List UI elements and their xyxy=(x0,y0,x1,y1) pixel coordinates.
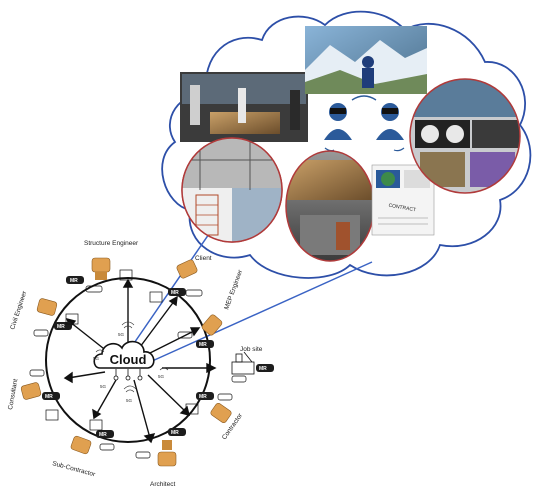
stakeholder-consultant: MR Consultant xyxy=(7,369,60,421)
cloud-hub: Cloud xyxy=(93,340,155,381)
svg-text:MR: MR xyxy=(57,324,65,330)
label-structure-engineer: Structure Engineer xyxy=(84,240,139,247)
hub-spokes xyxy=(63,278,217,444)
cloud-label: Cloud xyxy=(110,352,147,367)
label-civil-engineer: Civil Engineer xyxy=(9,290,28,331)
svg-text:MR: MR xyxy=(199,342,207,348)
stakeholder-structure: MR Structure Engineer xyxy=(66,240,139,293)
stakeholder-contractor: MR Contractor xyxy=(185,392,245,441)
link-line-upper xyxy=(127,214,223,353)
contract-label: CONTRACT xyxy=(388,203,416,214)
stakeholder-mep: MR MEP Engineer xyxy=(177,268,244,348)
label-sub-contractor: Sub-Contractor xyxy=(51,460,96,478)
svg-text:MR: MR xyxy=(171,290,179,296)
tag-5g-bottom: 5G xyxy=(126,398,133,403)
tag-5g-lower-left: 5G xyxy=(100,384,107,389)
tag-5g-top: 5G xyxy=(118,332,125,337)
stakeholder-architect: MR Architect xyxy=(135,428,186,488)
svg-text:MR: MR xyxy=(199,394,207,400)
tag-5g-right: 5G xyxy=(158,374,165,379)
svg-text:MR: MR xyxy=(45,394,53,400)
svg-text:MR: MR xyxy=(70,278,78,284)
photo-headset-ellipse xyxy=(409,78,521,194)
photo-mountain-vr xyxy=(305,26,427,94)
label-client: Client xyxy=(195,255,212,262)
documents-panel: CONTRACT xyxy=(371,164,435,236)
stakeholder-client: MR Client xyxy=(149,255,212,303)
label-mep-engineer: MEP Engineer xyxy=(223,268,244,310)
photo-structure-ellipse xyxy=(181,137,283,243)
svg-text:MR: MR xyxy=(259,366,267,372)
photo-site-ellipse xyxy=(285,150,375,262)
svg-text:MR: MR xyxy=(99,432,107,438)
signal-tags: 5G 5G 5G 5G 5G xyxy=(93,321,169,403)
svg-text:MR: MR xyxy=(171,430,179,436)
label-architect: Architect xyxy=(150,481,175,488)
stakeholder-jobsite: MR Job site xyxy=(231,346,274,383)
tag-5g-left: 5G xyxy=(93,356,100,361)
vr-users-icon xyxy=(324,95,405,152)
photo-vr-meeting xyxy=(180,72,308,142)
network-ring xyxy=(45,277,211,443)
label-job-site: Job site xyxy=(240,346,263,353)
stakeholder-civil: MR Civil Engineer xyxy=(9,290,79,337)
label-consultant: Consultant xyxy=(7,378,19,410)
link-line-lower xyxy=(149,261,373,363)
